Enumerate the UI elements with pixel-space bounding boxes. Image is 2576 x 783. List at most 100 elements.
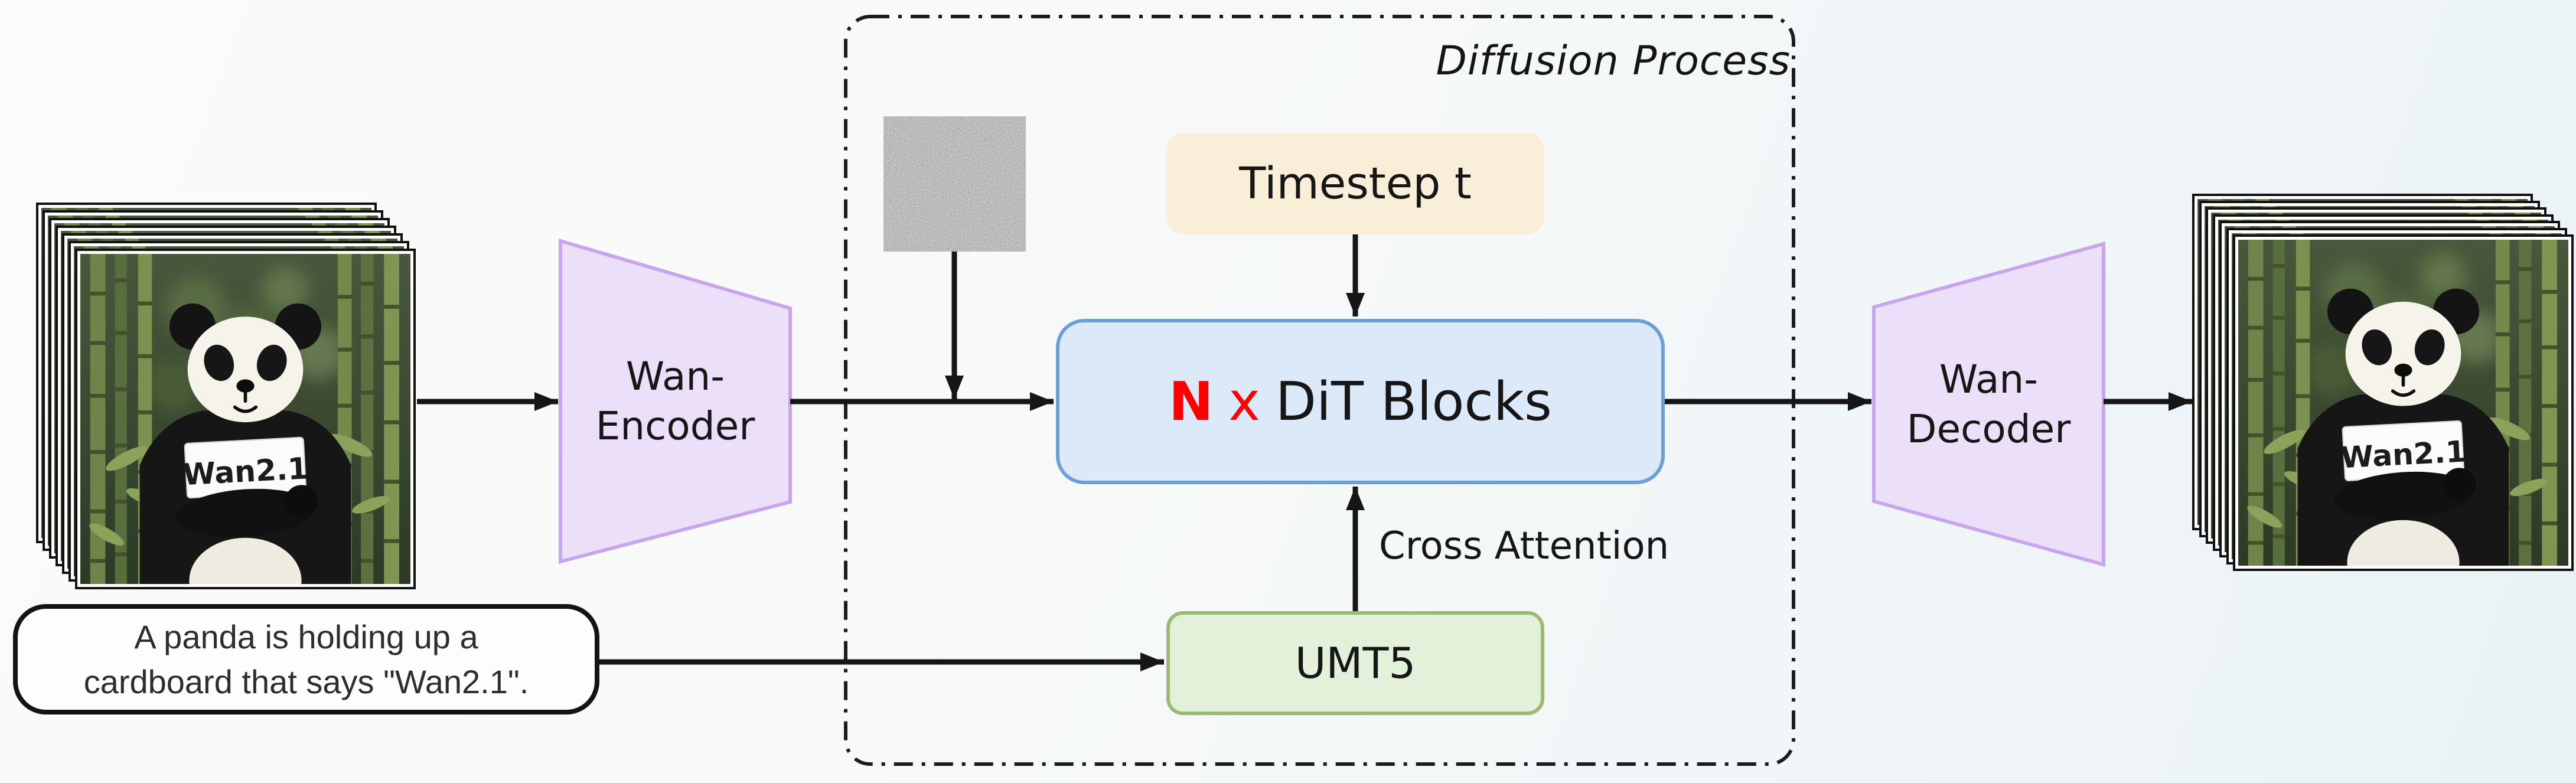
panda-paw xyxy=(265,462,299,495)
panda-paw xyxy=(246,439,279,472)
forest-bokeh xyxy=(113,229,312,374)
panda: Wan2.1 xyxy=(2291,282,2502,559)
cardboard-sign: Wan2.1 xyxy=(2299,379,2426,441)
panda-nose xyxy=(197,333,216,347)
sign-text: Wan2.1 xyxy=(169,435,296,477)
sign-text: Wan2.1 xyxy=(2326,421,2453,462)
forest-background xyxy=(2238,240,2568,566)
panda-paw xyxy=(252,446,286,480)
panda-ear xyxy=(2432,288,2480,335)
cardboard-sign: Wan2.1 xyxy=(182,436,309,499)
panda-paw xyxy=(2436,461,2469,494)
panda-paw xyxy=(272,469,305,503)
panda-nose xyxy=(223,364,242,377)
panda-scene: Wan2.1 xyxy=(61,231,391,561)
panda-belly xyxy=(2347,520,2460,566)
cardboard-sign: Wan2.1 xyxy=(2313,393,2440,454)
panda-belly xyxy=(2306,479,2419,525)
panda-scene: Wan2.1 xyxy=(67,239,397,569)
dit-multiply-symbol: x xyxy=(1228,370,1260,433)
panda-scene: Wan2.1 xyxy=(2204,205,2535,532)
panda-paw xyxy=(278,477,312,511)
panda-arm xyxy=(2313,451,2453,500)
bamboo-stalks xyxy=(2213,205,2523,532)
video-frame: Wan2.1 xyxy=(62,233,403,574)
panda-paw xyxy=(2443,468,2476,501)
panda-belly xyxy=(176,522,289,569)
umt5-label: UMT5 xyxy=(1294,638,1416,688)
panda-head xyxy=(2325,281,2441,386)
panda-eye-patch xyxy=(256,344,287,381)
panda-head xyxy=(2318,274,2434,379)
cardboard-sign: Wan2.1 xyxy=(2340,420,2467,481)
panda-mouth xyxy=(200,351,226,375)
forest-bokeh xyxy=(2263,212,2462,355)
forest-background xyxy=(2197,199,2528,525)
panda-mouth xyxy=(2384,367,2409,390)
panda-ear xyxy=(275,303,322,350)
panda-head xyxy=(148,270,265,377)
wan-encoder-line-1: Wan- xyxy=(625,354,725,400)
panda-ear xyxy=(249,272,296,319)
panda-eye-patch xyxy=(2414,329,2445,366)
panda: Wan2.1 xyxy=(2257,247,2469,525)
panda-nose xyxy=(2387,357,2406,370)
panda-ear xyxy=(2405,261,2453,308)
panda-arm xyxy=(176,488,315,537)
cardboard-sign: Wan2.1 xyxy=(2320,400,2447,461)
video-frame: Wan2.1 xyxy=(2226,227,2567,565)
panda-arm xyxy=(2320,458,2459,506)
panda: Wan2.1 xyxy=(113,272,325,553)
prompt-line-1: A panda is holding up a xyxy=(134,618,478,656)
panda-belly xyxy=(156,499,269,546)
panda-paw xyxy=(2415,441,2449,474)
umt5-box: UMT5 xyxy=(1166,611,1544,715)
panda-mouth xyxy=(226,382,252,406)
bamboo-stalks xyxy=(2247,240,2557,566)
video-frame: Wan2.1 xyxy=(2199,200,2540,537)
panda: Wan2.1 xyxy=(133,295,345,576)
panda-body xyxy=(2291,387,2502,559)
panda-head xyxy=(168,293,284,400)
panda-nose xyxy=(2360,329,2379,343)
panda-mouth xyxy=(220,374,245,398)
sign-text: Wan2.1 xyxy=(175,443,302,484)
panda-arm xyxy=(137,442,276,491)
panda-head xyxy=(2345,301,2461,406)
bamboo-stalks xyxy=(83,246,393,576)
timestep-box: Timestep t xyxy=(1166,133,1544,234)
panda-eye-patch xyxy=(2348,315,2379,352)
panda-eye-patch xyxy=(197,337,228,374)
panda-scene: Wan2.1 xyxy=(2197,199,2528,525)
panda-mouth xyxy=(194,344,219,367)
wan-encoder-label: Wan- Encoder xyxy=(560,241,790,562)
panda-nose xyxy=(2381,350,2399,363)
bamboo-leaves xyxy=(83,426,383,539)
panda-body xyxy=(126,395,338,569)
panda-ear xyxy=(136,265,184,312)
panda-ear xyxy=(2293,255,2340,301)
forest-background xyxy=(61,231,391,561)
panda-belly xyxy=(182,530,295,576)
bamboo-stalks xyxy=(50,208,360,538)
panda-paw xyxy=(285,485,318,518)
panda-ear xyxy=(2327,288,2374,335)
bamboo-leaves xyxy=(2220,390,2520,501)
panda-arm xyxy=(2334,471,2473,520)
panda-eye-patch xyxy=(2394,309,2425,345)
panda-eye-patch xyxy=(217,298,248,335)
panda-eye-patch xyxy=(165,298,195,335)
bamboo-stalks xyxy=(89,254,399,584)
panda-body xyxy=(2264,360,2475,532)
panda-ear xyxy=(2399,255,2445,301)
panda-eye-patch xyxy=(2341,309,2372,345)
panda-mouth xyxy=(207,359,232,383)
bamboo-leaves xyxy=(57,395,357,508)
panda-mouth xyxy=(2363,347,2389,370)
sign-text: Wan2.1 xyxy=(2340,435,2467,475)
panda-arm xyxy=(150,458,289,507)
forest-background xyxy=(2204,205,2535,532)
diffusion-process-title: Diffusion Process xyxy=(1436,38,1791,84)
forest-background xyxy=(48,216,378,546)
bamboo-stalks xyxy=(63,223,373,553)
